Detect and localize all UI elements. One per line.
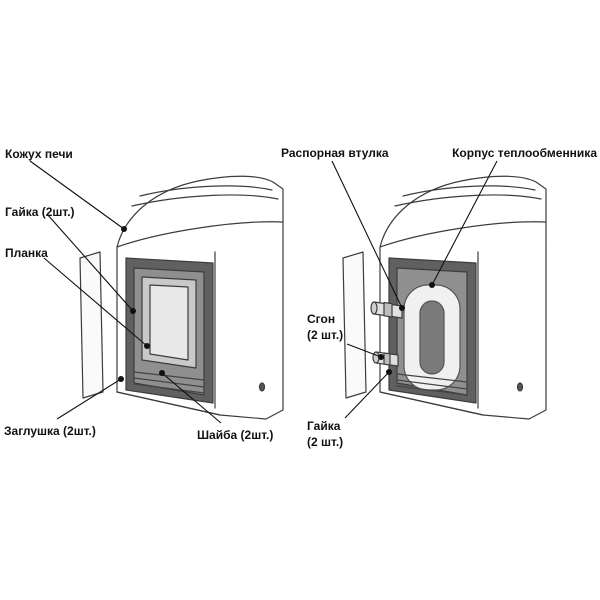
label-furnace-casing: Кожух печи xyxy=(5,147,73,161)
label-spacer-bushing: Распорная втулка xyxy=(281,146,389,160)
label-heat-exchanger-body: Корпус теплообменника xyxy=(452,146,597,160)
callout-dots xyxy=(118,226,435,382)
pipe-fitting-lower xyxy=(372,351,399,367)
back-sheet xyxy=(79,251,104,399)
pipe-fitting-upper xyxy=(370,301,403,319)
label-nipple: Сгон (2 шт.) xyxy=(307,312,344,342)
leader-lines xyxy=(29,160,498,424)
back-sheet xyxy=(342,251,367,399)
label-nut-right: Гайка (2 шт.) xyxy=(307,419,344,449)
right-stove-drawing xyxy=(342,175,547,420)
label-washer: Шайба (2шт.) xyxy=(197,428,274,442)
left-stove-drawing xyxy=(79,175,284,420)
label-strip: Планка xyxy=(5,246,48,260)
label-nut-left: Гайка (2шт.) xyxy=(5,205,75,219)
handle-detail xyxy=(516,382,524,392)
handle-detail xyxy=(258,382,266,392)
label-plug: Заглушка (2шт.) xyxy=(4,424,96,438)
